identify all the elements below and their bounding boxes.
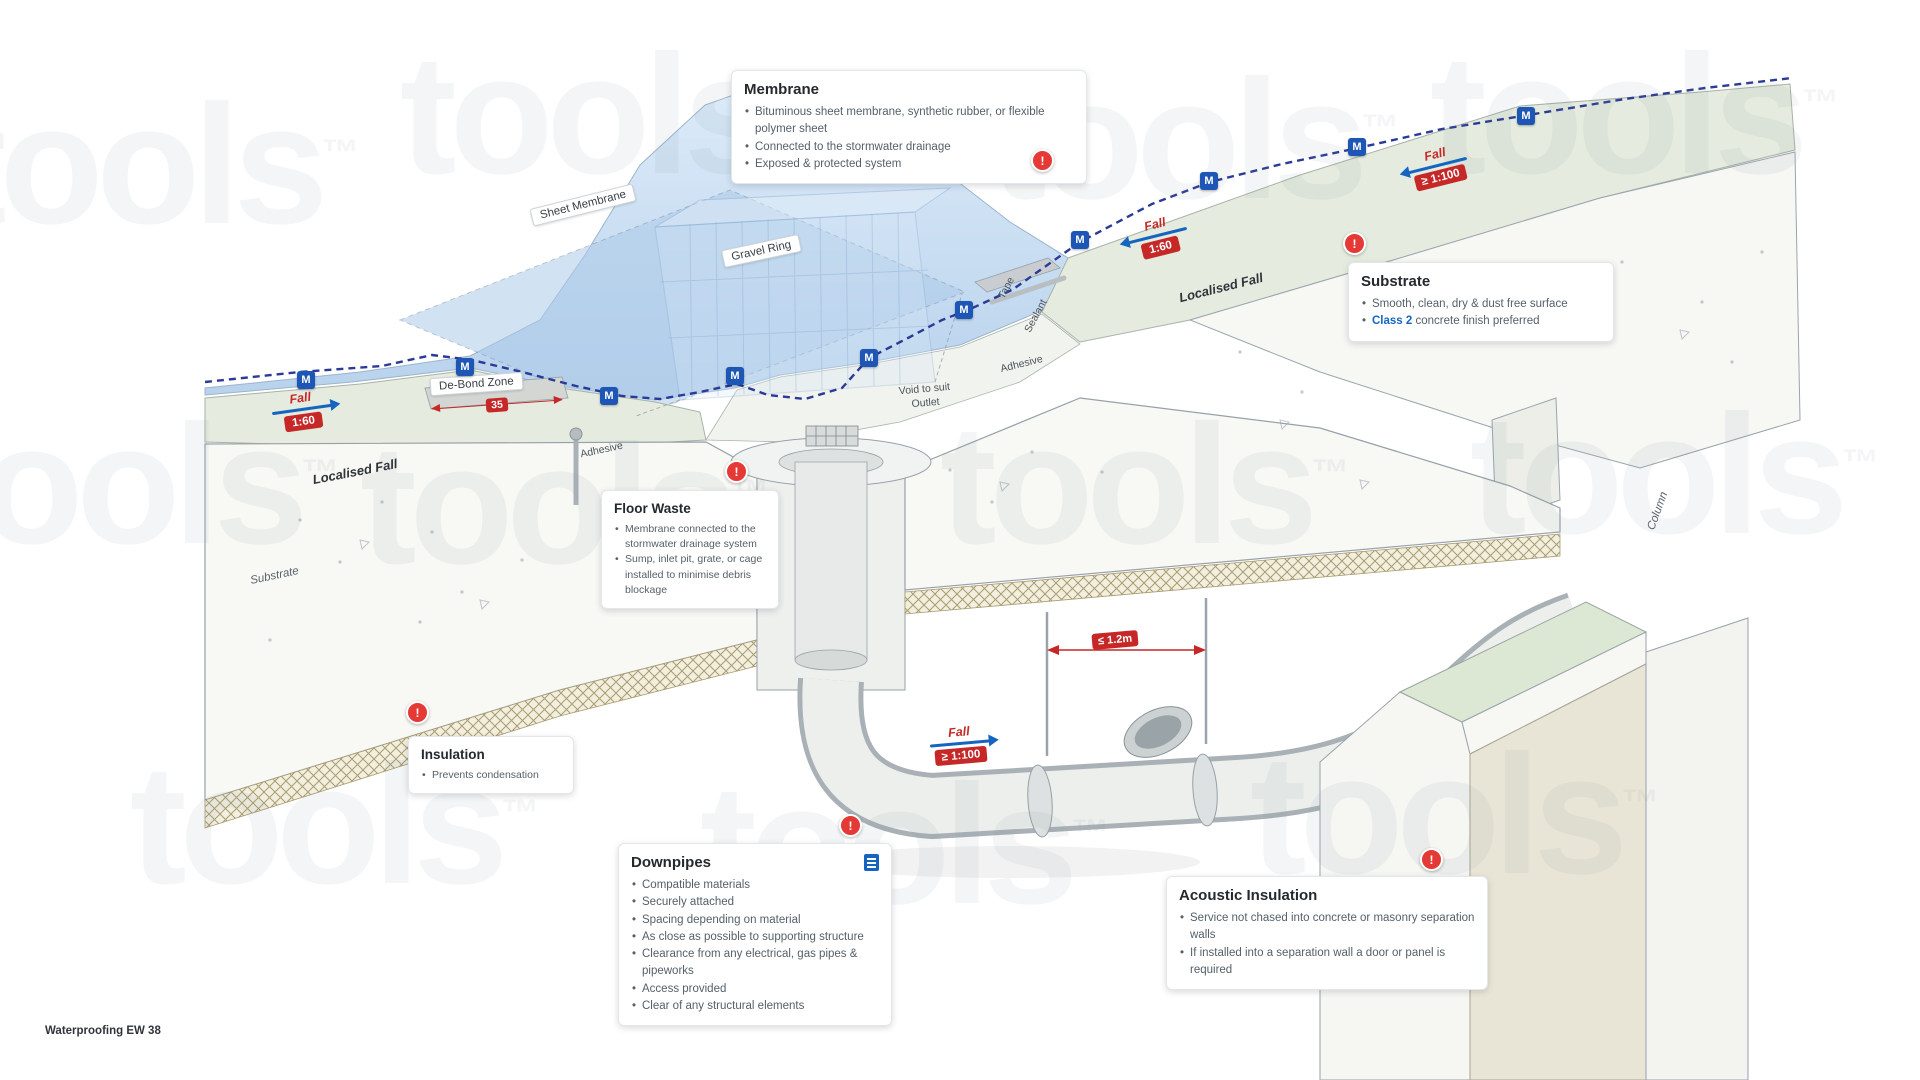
bullet: Compatible materials — [631, 877, 879, 895]
membrane-marker: M — [297, 371, 315, 389]
callout-substrate: Substrate Smooth, clean, dry & dust free… — [1348, 262, 1614, 342]
callout-bullets: Smooth, clean, dry & dust free surface C… — [1361, 296, 1601, 331]
bullet: Access provided — [631, 981, 879, 999]
ceiling-slab — [904, 397, 1561, 591]
callout-title: Downpipes — [631, 854, 712, 871]
concrete-speckles — [268, 250, 1764, 642]
callout-bullets: Compatible materials Securely attached S… — [631, 877, 879, 1015]
bullet-text: concrete finish preferred — [1412, 315, 1540, 328]
callout-title: Floor Waste — [614, 501, 691, 516]
membrane-marker: M — [955, 301, 973, 319]
spec-sheet-icon — [864, 854, 879, 871]
tape-strip — [974, 257, 1061, 293]
bullet: Bituminous sheet membrane, synthetic rub… — [744, 104, 1074, 139]
hanger-rods — [1045, 598, 1208, 756]
sealant-bead — [989, 275, 1067, 305]
fall-label: Fall — [288, 389, 312, 407]
callout-acoustic-insulation: Acoustic Insulation Service not chased i… — [1166, 876, 1488, 990]
bullet: Clearance from any electrical, gas pipes… — [631, 946, 879, 981]
membrane-marker: M — [456, 358, 474, 376]
callout-floor-waste: Floor Waste Membrane connected to the st… — [601, 490, 779, 610]
warning-icon: ! — [1420, 848, 1443, 871]
warning-icon: ! — [839, 814, 862, 837]
callout-title: Acoustic Insulation — [1179, 887, 1318, 904]
warning-icon: ! — [1343, 232, 1366, 255]
drain-surround-surface — [705, 313, 1081, 443]
dimension-badge: 35 — [485, 397, 509, 413]
warning-icon: ! — [725, 460, 748, 483]
callout-title: Substrate — [1361, 273, 1431, 290]
bullet: Class 2 concrete finish preferred — [1361, 313, 1601, 331]
acoustic-wall — [1319, 601, 1648, 1080]
hanger-dimension-line — [1047, 645, 1206, 655]
membrane-marker: M — [726, 367, 744, 385]
floor-waste-grate — [805, 425, 859, 447]
class-2-highlight: Class 2 — [1372, 315, 1413, 328]
membrane-marker: M — [1517, 107, 1535, 125]
bullet: If installed into a separation wall a do… — [1179, 945, 1475, 980]
column-structure — [1645, 617, 1749, 1080]
callout-downpipes: Downpipes Compatible materials Securely … — [618, 843, 892, 1026]
fall-label: Fall — [1142, 214, 1168, 234]
fall-indicator-pipe: Fall ≥ 1:100 — [928, 723, 991, 766]
bullet: Securely attached — [631, 894, 879, 912]
membrane-marker: M — [600, 387, 618, 405]
pipe-joint — [1192, 753, 1218, 827]
warning-icon: ! — [406, 701, 429, 724]
membrane-marker: M — [1348, 138, 1366, 156]
membrane-marker: M — [860, 349, 878, 367]
membrane-marker: M — [1200, 172, 1218, 190]
bullet: Prevents condensation — [421, 768, 561, 783]
fixing-bolt — [569, 427, 583, 505]
pipe-joint — [1027, 764, 1053, 838]
callout-title: Insulation — [421, 747, 485, 762]
label-void-to-suit-outlet: Void to suit Outlet — [898, 380, 951, 411]
callout-membrane: Membrane Bituminous sheet membrane, synt… — [731, 70, 1087, 184]
gravel-ring-structure — [635, 187, 963, 417]
bullet: Spacing depending on material — [631, 912, 879, 930]
callout-bullets: Service not chased into concrete or maso… — [1179, 910, 1475, 979]
bullet: As close as possible to supporting struc… — [631, 929, 879, 947]
pipe-branch-stub — [1123, 706, 1193, 758]
bullet: Membrane connected to the stormwater dra… — [614, 522, 766, 552]
callout-bullets: Membrane connected to the stormwater dra… — [614, 522, 766, 598]
bullet: Exposed & protected system — [744, 156, 1074, 174]
callout-insulation: Insulation Prevents condensation — [408, 736, 574, 795]
bullet: Clear of any structural elements — [631, 998, 879, 1016]
bullet: Smooth, clean, dry & dust free surface — [1361, 296, 1601, 314]
bullet: Service not chased into concrete or maso… — [1179, 910, 1475, 945]
membrane-marker: M — [1071, 231, 1089, 249]
warning-icon: ! — [1031, 149, 1054, 172]
callout-bullets: Bituminous sheet membrane, synthetic rub… — [744, 104, 1074, 173]
fall-label: Fall — [1422, 144, 1448, 164]
green-surface-right — [1041, 83, 1796, 343]
fall-label: Fall — [947, 724, 971, 740]
insulation-layer-ceiling — [904, 533, 1561, 615]
bullet: Sump, inlet pit, grate, or cage installe… — [614, 552, 766, 598]
floor-waste-sump — [730, 437, 932, 671]
callout-title-row: Downpipes — [631, 854, 879, 877]
bullet: Connected to the stormwater drainage — [744, 139, 1074, 157]
callout-bullets: Prevents condensation — [421, 768, 561, 783]
callout-title: Membrane — [744, 81, 820, 98]
page-title: Waterproofing EW 38 — [45, 1025, 161, 1037]
